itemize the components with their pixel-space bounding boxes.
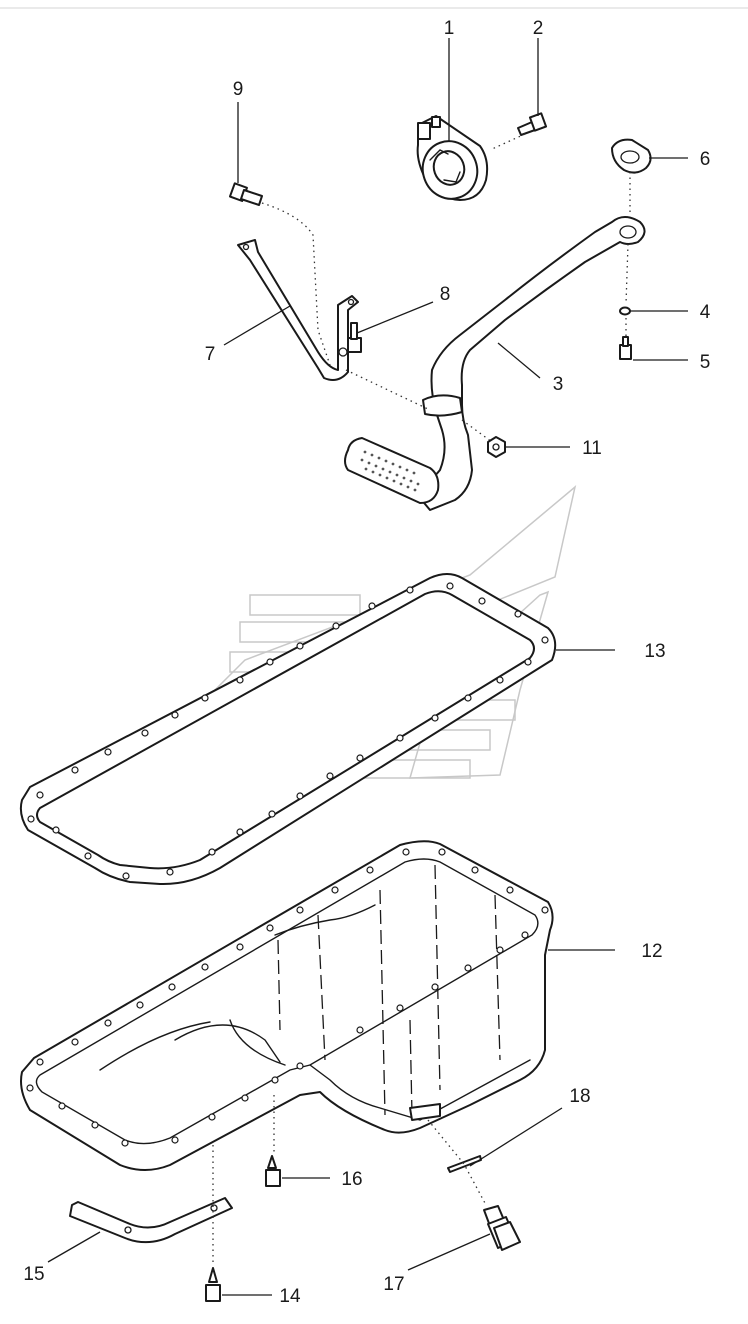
callout-15: 15 [23, 1264, 44, 1285]
callout-2: 2 [533, 18, 544, 39]
callout-3: 3 [553, 374, 564, 395]
strainer-mesh [360, 450, 420, 492]
part-seal-18 [447, 1155, 482, 1173]
part-flange-gasket [611, 138, 652, 174]
part-drain-plug-17 [483, 1205, 521, 1251]
part-bolt-9 [228, 182, 263, 206]
callout-7: 7 [205, 344, 216, 365]
callout-4: 4 [700, 302, 711, 323]
leader-lines [47, 38, 688, 1296]
part-bolt-5 [619, 336, 632, 360]
part-suction-pipe [344, 216, 646, 511]
callout-14: 14 [279, 1286, 301, 1307]
part-bolt-8 [347, 322, 362, 353]
callout-9: 9 [233, 79, 244, 100]
callout-13: 13 [644, 641, 665, 662]
part-bolt-14 [205, 1267, 221, 1302]
callout-6: 6 [700, 149, 711, 170]
callout-17: 17 [383, 1274, 404, 1295]
part-washer-4 [619, 306, 631, 316]
part-bracket-7 [237, 239, 359, 381]
callout-5: 5 [700, 352, 711, 373]
part-nut-11 [487, 436, 506, 458]
part-oil-pan-12 [20, 840, 554, 1171]
part-screw-2 [517, 112, 548, 136]
callout-11: 11 [582, 438, 602, 459]
callout-12: 12 [641, 941, 662, 962]
callout-8: 8 [440, 284, 451, 305]
part-bolt-16 [265, 1155, 281, 1187]
part-gasket-13 [19, 573, 557, 886]
callout-labels: 1 2 3 4 5 6 7 8 9 11 12 13 14 15 16 17 1… [23, 18, 710, 1307]
part-oil-pump-flange [416, 115, 489, 201]
callout-18: 18 [569, 1086, 590, 1107]
callout-1: 1 [444, 18, 455, 39]
callout-16: 16 [341, 1169, 362, 1190]
